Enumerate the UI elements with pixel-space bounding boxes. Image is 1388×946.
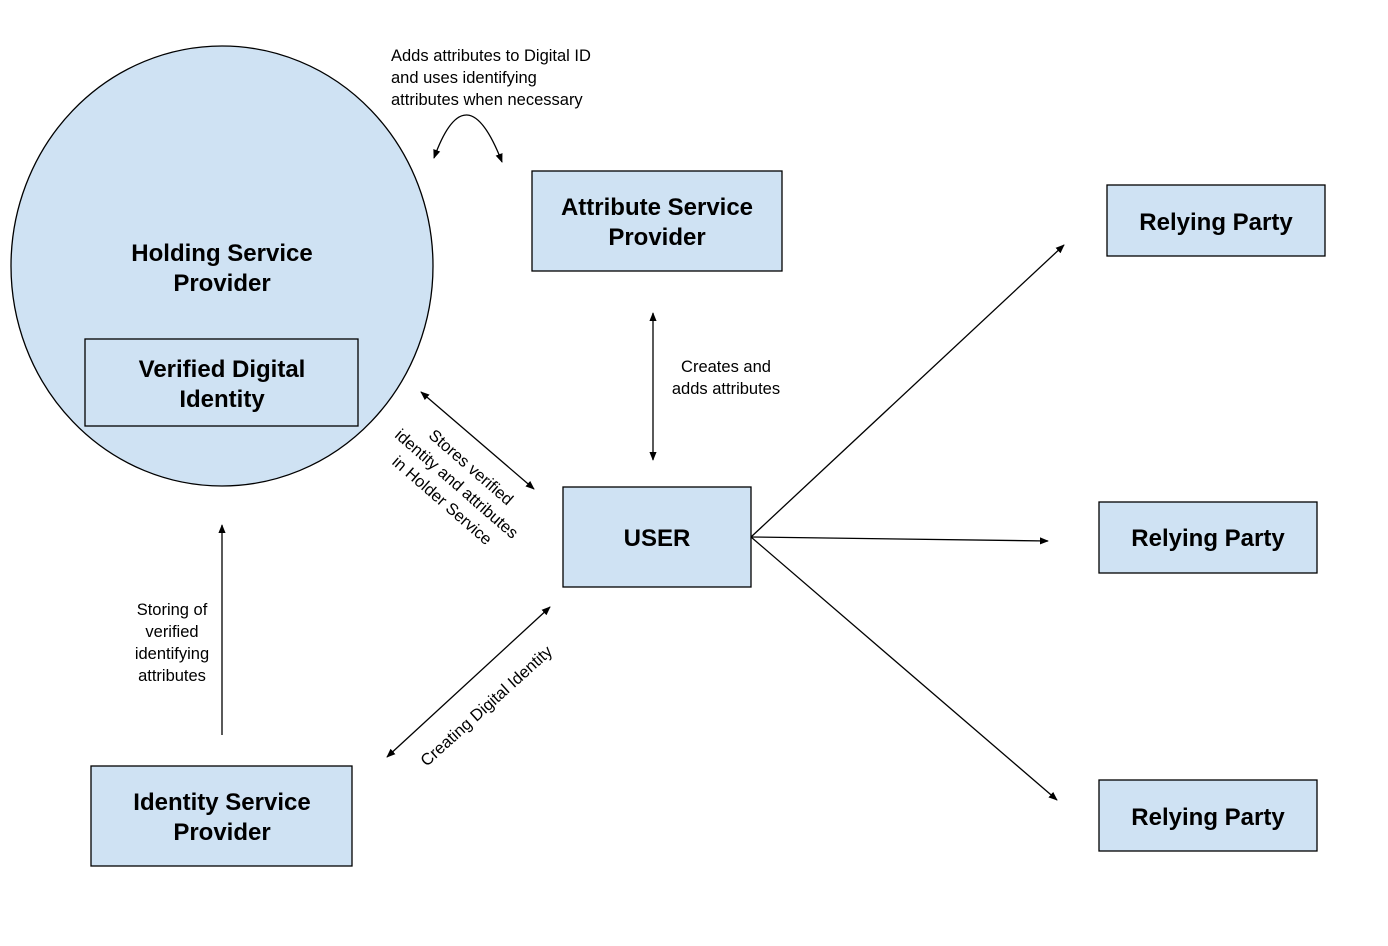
user-to-relying-party-3-arrow	[750, 536, 1058, 801]
user-box	[562, 486, 752, 588]
relying-party-2-node: Relying Party	[1098, 501, 1318, 574]
verified-digital-identity-box	[84, 338, 359, 427]
adds-attributes-line2: and uses identifying	[391, 69, 537, 87]
attribute-service-provider-node: Attribute Service Provider	[531, 170, 783, 272]
adds-attributes-line1: Adds attributes to Digital ID	[391, 47, 591, 65]
identity-service-provider-line2: Provider	[173, 819, 270, 846]
attribute-service-provider-line2: Provider	[608, 224, 705, 251]
holding-service-provider-title-line2: Provider	[173, 270, 270, 297]
attribute-service-provider-line1: Attribute Service	[561, 194, 753, 221]
verified-digital-identity-line1: Verified Digital	[139, 356, 306, 383]
holding-service-provider-title-line1: Holding Service	[131, 240, 312, 267]
storing-of-line2: verified	[145, 623, 198, 641]
creates-attributes-label: Creates and adds attributes	[672, 358, 780, 398]
relying-party-3-label: Relying Party	[1131, 804, 1285, 831]
relying-party-1-box	[1106, 184, 1326, 257]
stores-verified-label: Stores verified identity and attributes …	[389, 426, 522, 549]
creates-attributes-line2: adds attributes	[672, 380, 780, 398]
user-to-relying-party-1-arrow	[750, 244, 1065, 538]
identity-service-provider-line1: Identity Service	[133, 789, 310, 816]
user-label: USER	[624, 525, 691, 552]
user-identity-arrow	[386, 606, 551, 758]
relying-party-1-node: Relying Party	[1106, 184, 1326, 257]
user-to-relying-party-2-arrow	[750, 536, 1049, 545]
relying-party-3-box	[1098, 779, 1318, 852]
storing-of-line4: attributes	[138, 667, 206, 685]
user-node: USER	[562, 486, 752, 588]
creating-digital-identity-text: Creating Digital Identity	[417, 642, 556, 770]
holding-attribute-curved-arrow	[433, 114, 503, 163]
storing-of-line3: identifying	[135, 645, 209, 663]
verified-digital-identity-node: Verified Digital Identity	[84, 338, 359, 427]
adds-attributes-label: Adds attributes to Digital ID and uses i…	[391, 47, 591, 109]
relying-party-3-node: Relying Party	[1098, 779, 1318, 852]
verified-digital-identity-line2: Identity	[179, 386, 265, 413]
creates-attributes-line1: Creates and	[681, 358, 771, 376]
attribute-service-provider-box	[531, 170, 783, 272]
identity-service-provider-box	[90, 765, 353, 867]
storing-of-label: Storing of verified identifying attribut…	[135, 601, 209, 685]
storing-of-line1: Storing of	[137, 601, 208, 619]
relying-party-1-label: Relying Party	[1139, 209, 1293, 236]
adds-attributes-line3: attributes when necessary	[391, 91, 583, 109]
holding-user-arrow	[420, 391, 535, 490]
identity-service-provider-node: Identity Service Provider	[90, 765, 353, 867]
relying-party-2-label: Relying Party	[1131, 525, 1285, 552]
relying-party-2-box	[1098, 501, 1318, 574]
creating-digital-identity-label: Creating Digital Identity	[417, 642, 556, 770]
